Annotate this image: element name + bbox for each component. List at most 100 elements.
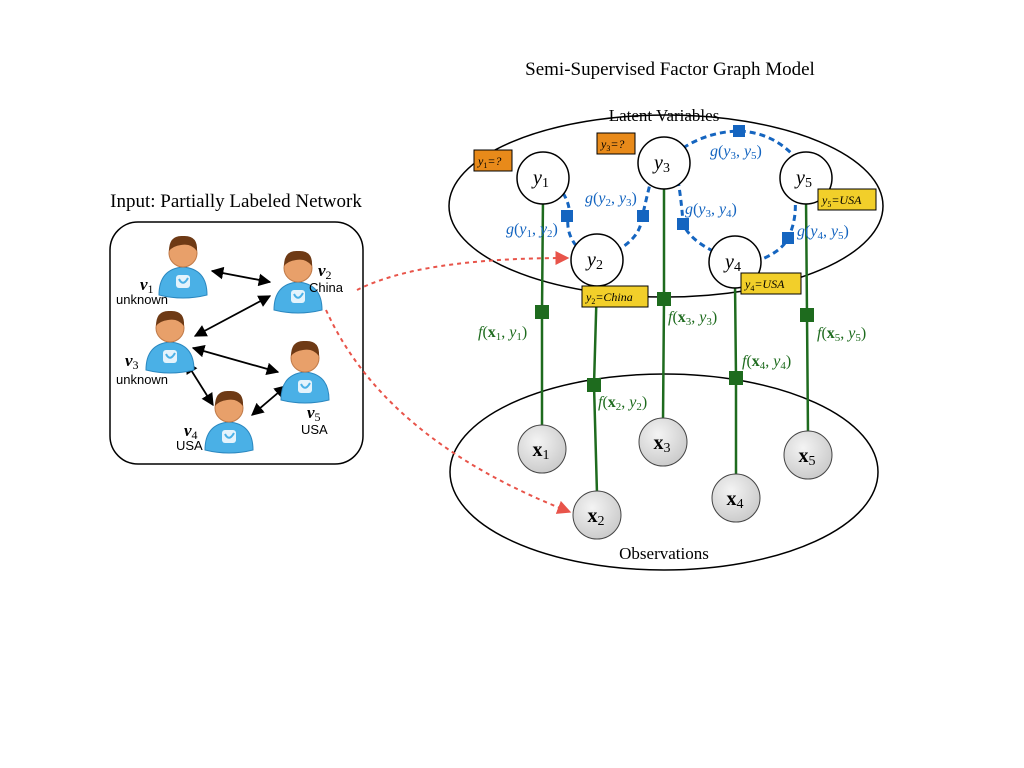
known-tag-text-y2: y2=China (585, 290, 633, 306)
observed-node-x2 (572, 490, 622, 540)
observed-node-x3 (638, 417, 688, 467)
observed-node-x4 (711, 473, 761, 523)
observed-node-label-x5: x5 (799, 445, 816, 469)
g-factor-node (782, 232, 794, 244)
bird-icon (222, 430, 236, 443)
user-icon (204, 390, 254, 454)
user-location-v3: unknown (116, 372, 168, 387)
user-hair (215, 390, 244, 406)
network-edge-v4-v5 (251, 385, 287, 416)
g-factor-node (677, 218, 689, 230)
latent-nodes: y1 y2 y3 y4 y5 (516, 136, 833, 289)
user-name-v3: v3 (125, 351, 139, 372)
latent-variables-label: Latent Variables (609, 106, 720, 125)
label-tags: y1=? y3=? y2=China y4=USA y5=USA (473, 132, 877, 308)
user-name-v1: v1 (140, 275, 154, 296)
f-factor-label: f(x5, y5) (817, 325, 866, 344)
g-factor-node (733, 125, 745, 137)
bird-icon (293, 292, 304, 299)
user-icon (273, 250, 323, 314)
bird-icon (291, 290, 305, 303)
g-factor-edges (561, 125, 797, 264)
f-factor-label: f(x4, y4) (742, 353, 791, 372)
network-edge-v1-v2 (210, 266, 272, 287)
observed-node-label-x3: x3 (654, 432, 671, 456)
unknown-tag-text-y1: y1=? (477, 154, 501, 170)
factor-labels: g(y1, y2) g(y2, y3) g(y3, y4) g(y3, y5) g(y4… (478, 143, 866, 413)
observed-nodes: x1 x2 x3 x4 x5 (517, 417, 833, 540)
f-factor-label: f(x1, y1) (478, 324, 527, 343)
user-icon (145, 310, 195, 374)
user-hair (291, 340, 320, 356)
mapping-arrow-v2-y2 (356, 251, 570, 291)
unknown-tag-y3 (596, 132, 636, 155)
bird-icon (298, 380, 312, 393)
g-factor-label: g(y2, y3) (585, 190, 637, 209)
bird-icon (178, 277, 189, 284)
observed-node-label-x1: x1 (533, 439, 550, 463)
latent-node-y3 (637, 136, 691, 190)
g-factor-label: g(y1, y2) (506, 221, 558, 240)
bird-icon (300, 382, 311, 389)
user-icon (158, 235, 208, 299)
mapping-arrows (325, 251, 572, 514)
observed-node-x1 (517, 424, 567, 474)
bird-icon (165, 352, 176, 359)
known-tag-text-y5: y5=USA (821, 193, 862, 209)
f-factor-node (535, 305, 549, 319)
observed-node-label-x4: x4 (727, 488, 744, 512)
network-panel (109, 221, 364, 465)
f-factor-node (587, 378, 601, 392)
latent-node-label-y2: y2 (585, 249, 603, 273)
bird-icon (224, 432, 235, 439)
left-panel-title: Input: Partially Labeled Network (110, 191, 362, 212)
g-factor-label: g(y3, y4) (685, 201, 737, 220)
f-factor-node (800, 308, 814, 322)
user-icon (280, 340, 330, 404)
g-factor-node (637, 210, 649, 222)
user-location-v4: USA (176, 438, 203, 453)
known-tag-text-y4: y4=USA (744, 277, 785, 293)
latent-node-label-y1: y1 (531, 167, 549, 191)
observed-node-x5 (783, 430, 833, 480)
g-factor-label: g(y3, y5) (710, 143, 762, 162)
user-hair (169, 235, 198, 251)
observations-label: Observations (619, 544, 709, 563)
user-name-v2: v2 (318, 261, 332, 282)
bird-icon (163, 350, 177, 363)
known-tag-y2 (581, 285, 649, 308)
user-name-v5: v5 (307, 403, 321, 424)
unknown-tag-y1 (473, 149, 513, 172)
latent-node-y1 (516, 151, 570, 205)
f-factor-node (729, 371, 743, 385)
latent-node-label-y4: y4 (723, 251, 741, 275)
f-factor-label: f(x3, y3) (668, 309, 717, 328)
user-hair (156, 310, 185, 326)
f-factor-edges (535, 183, 814, 495)
g-factor-edge (754, 197, 797, 264)
g-factor-edge (561, 192, 582, 252)
network-edge-v3-v5 (191, 345, 280, 375)
network-edge-v2-v3 (193, 295, 272, 337)
user-name-v4: v4 (184, 421, 198, 442)
f-factor-label: f(x2, y2) (598, 394, 647, 413)
latent-node-label-y5: y5 (794, 167, 812, 191)
latent-node-label-y3: y3 (652, 152, 670, 176)
g-factor-node (561, 210, 573, 222)
user-hair (284, 250, 313, 266)
observed-node-label-x2: x2 (588, 505, 605, 529)
right-panel-title: Semi-Supervised Factor Graph Model (525, 59, 815, 80)
f-factor-node (657, 292, 671, 306)
mapping-arrow-v2-x2 (325, 309, 572, 514)
g-factor-edge (682, 129, 797, 159)
g-factor-label: g(y4, y5) (797, 223, 849, 242)
user-location-v2: China (309, 280, 344, 295)
known-tag-y4 (740, 272, 802, 295)
user-location-v1: unknown (116, 292, 168, 307)
known-tag-y5 (817, 188, 877, 211)
user-location-v5: USA (301, 422, 328, 437)
unknown-tag-text-y3: y3=? (600, 137, 624, 153)
